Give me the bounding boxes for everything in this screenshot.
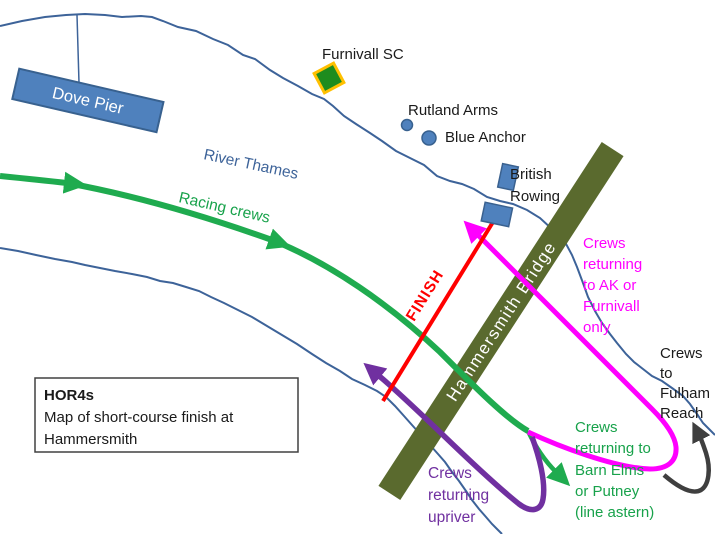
crews-ak-line: Furnivall [583, 298, 640, 315]
ak-furnivall-route [463, 220, 679, 472]
crews-fulham-label: Crews to Fulham Reach [660, 345, 710, 422]
crews-upriver-line: returning [428, 487, 489, 504]
info-box-subtitle-line1: Map of short-course finish at [44, 409, 234, 426]
info-box-title: HOR4s [44, 387, 94, 404]
fulham-reach-route [662, 421, 711, 494]
crews-fulham-line: Crews [660, 345, 703, 362]
crews-barn-elms-line: returning to [575, 440, 651, 457]
british-rowing-label-line2: Rowing [510, 188, 560, 205]
crews-ak-line: returning [583, 256, 642, 273]
finish-label: FINISH [403, 267, 448, 324]
crews-ak-label: Crews returning to AK or Furnivall only [583, 235, 642, 336]
british-rowing-marker-upper [496, 162, 520, 192]
crews-ak-line: Crews [583, 235, 626, 252]
crews-barn-elms-label: Crews returning to Barn Elms or Putney (… [575, 419, 654, 521]
rutland-arms-label: Rutland Arms [408, 102, 498, 119]
crews-barn-elms-line: or Putney [575, 483, 640, 500]
crews-upriver-line: Crews [428, 465, 472, 482]
river-north-bank [0, 12, 715, 436]
blue-anchor-marker [421, 130, 437, 146]
furnivall-sc-label: Furnivall SC [322, 46, 404, 63]
crews-fulham-line: Fulham [660, 385, 710, 402]
upriver-route [363, 362, 547, 513]
info-box: HOR4s Map of short-course finish at Hamm… [34, 377, 299, 453]
rutland-arms-marker [400, 118, 414, 132]
dove-pier-stem [76, 14, 80, 84]
crews-barn-elms-line: Barn Elms [575, 462, 644, 479]
finish-line [381, 207, 503, 403]
british-rowing-label-line1: British [510, 166, 552, 183]
british-rowing-marker-lower [480, 201, 514, 228]
blue-anchor-label: Blue Anchor [445, 129, 526, 146]
crews-barn-elms-line: (line astern) [575, 504, 654, 521]
crews-ak-line: only [583, 319, 611, 336]
racing-crews-route [0, 171, 530, 434]
info-box-subtitle-line2: Hammersmith [44, 431, 137, 448]
hammersmith-bridge-label: Hammersmith Bridge [443, 238, 561, 405]
crews-upriver-label: Crews returning upriver [428, 465, 489, 526]
crews-upriver-line: upriver [428, 509, 475, 526]
crews-ak-line: to AK or [583, 277, 636, 294]
crews-barn-elms-line: Crews [575, 419, 618, 436]
river-south-bank [0, 247, 503, 534]
furnivall-sc-marker [312, 61, 346, 95]
crews-fulham-line: to [660, 365, 673, 382]
dove-pier-marker: Dove Pier [11, 67, 165, 134]
river-thames-label: River Thames [202, 146, 300, 183]
crews-fulham-line: Reach [660, 405, 703, 422]
